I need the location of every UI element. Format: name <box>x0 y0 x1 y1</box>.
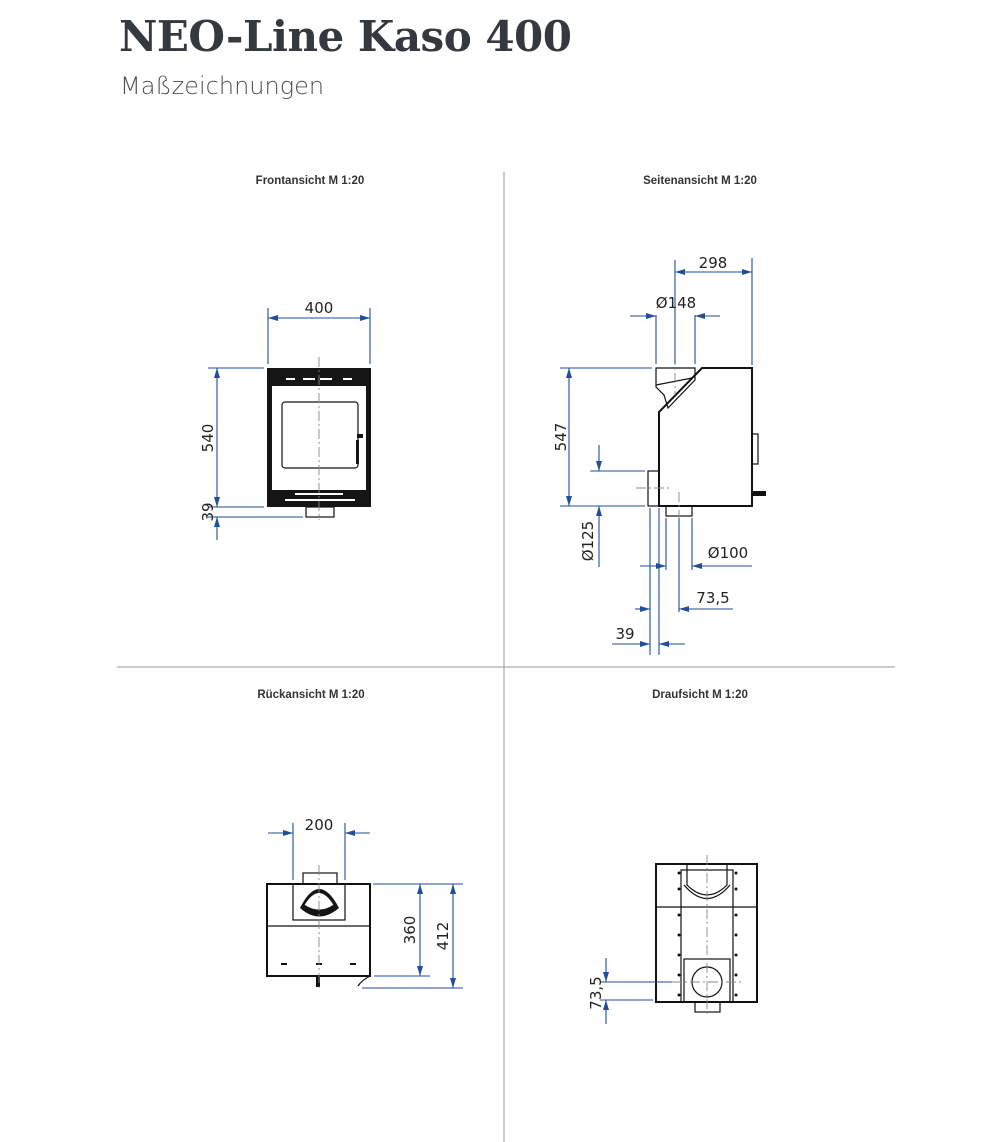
dim-front-bottom: 39 <box>199 502 217 521</box>
dim-rear-height-total: 412 <box>434 922 452 951</box>
rear-dimensions: 200 360 412 <box>268 816 463 989</box>
dim-side-flue-top: Ø148 <box>656 294 696 312</box>
page-title: NEO-Line Kaso 400 <box>119 12 572 61</box>
dim-side-flue-bottom: Ø100 <box>708 544 748 562</box>
dim-front-height: 540 <box>199 424 217 453</box>
front-view-drawing <box>267 357 371 520</box>
dim-top-offset: 73,5 <box>587 976 605 1009</box>
dim-side-flue-rear: Ø125 <box>579 521 597 561</box>
rear-view-drawing <box>266 865 371 990</box>
page-subtitle: Maßzeichnungen <box>120 72 325 100</box>
side-dimensions: 298 Ø148 547 Ø125 Ø100 73,5 39 <box>552 254 753 655</box>
dim-front-width: 400 <box>305 299 334 317</box>
dim-rear-height-inner: 360 <box>401 916 419 945</box>
front-view-label: Frontansicht M 1:20 <box>256 175 365 187</box>
dim-side-height: 547 <box>552 423 570 452</box>
dim-side-rear-offset: 39 <box>615 625 634 643</box>
dim-side-offset: 73,5 <box>696 589 729 607</box>
dim-side-depth: 298 <box>699 254 728 272</box>
front-dimensions: 400 540 39 <box>199 299 371 540</box>
side-view-drawing <box>636 355 766 520</box>
top-view-drawing <box>655 855 758 1015</box>
side-view-label: Seitenansicht M 1:20 <box>643 175 757 187</box>
dim-rear-width: 200 <box>305 816 334 834</box>
rear-view-label: Rückansicht M 1:20 <box>257 689 364 701</box>
top-view-label: Draufsicht M 1:20 <box>652 689 748 701</box>
top-dimensions: 73,5 <box>587 958 672 1024</box>
